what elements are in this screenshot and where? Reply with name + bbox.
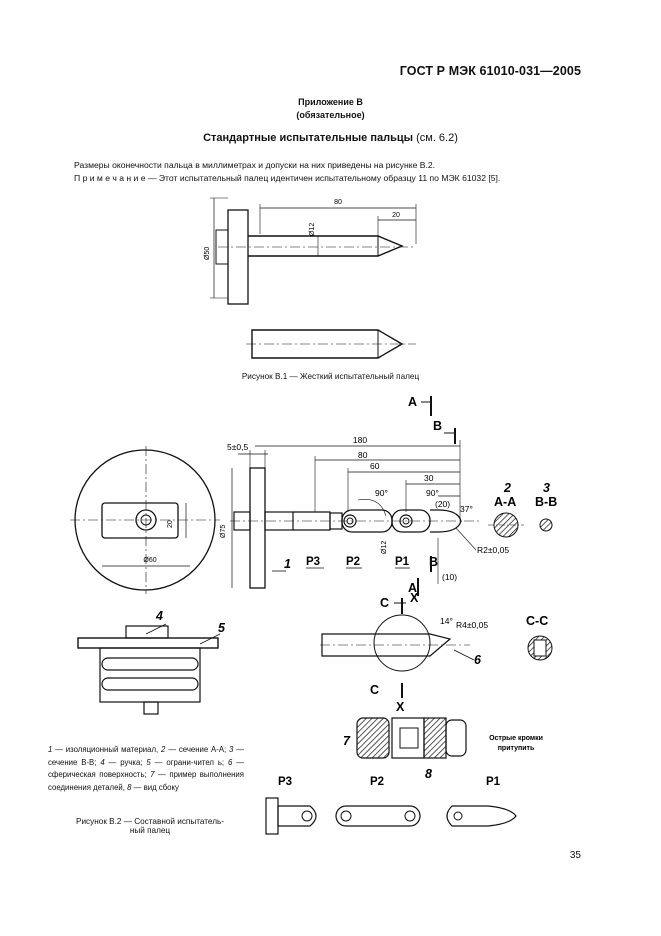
finger-shaft (248, 235, 404, 257)
dim-80: 80 (334, 199, 342, 206)
dim-20-slot: 20 (167, 520, 174, 528)
part-p3 (265, 797, 279, 835)
label-P1-parts: P1 (486, 776, 501, 788)
label-section-CC: C-C (526, 614, 548, 628)
dim-80: 80 (358, 450, 368, 460)
handle-flange (249, 467, 266, 589)
section-ref: (см. 6.2) (413, 132, 458, 144)
annex-status: (обязательное) (296, 110, 365, 120)
dim-20-paren: (20) (435, 499, 450, 509)
legend-text-4: — ручка; (104, 757, 147, 767)
legend-num-5: 5 (146, 757, 151, 767)
angle-14: 14° (440, 616, 453, 626)
angle-90-a: 90° (375, 488, 388, 498)
label-P3-parts: P3 (278, 776, 292, 788)
figure-b2-caption-line1: Рисунок В.2 — Составной испытатель- (76, 817, 224, 826)
figure-b2-caption-line2: ный палец (129, 826, 171, 835)
note-sharp-edges-1: Острые кромки (489, 735, 543, 742)
angle-90-b: 90° (426, 488, 439, 498)
legend-text-5: — ограни-чител ь; (150, 757, 228, 767)
label-section-BB: B-B (535, 495, 557, 509)
dim-r2: R2±0,05 (477, 545, 509, 555)
figure-b1-caption: Рисунок В.1 — Жесткий испытательный пале… (241, 372, 420, 381)
angle-37: 37° (460, 504, 473, 514)
dim-d12: Ø12 (309, 223, 316, 236)
legend-text-3: — сечение В-В; (48, 745, 244, 767)
dim-d12: Ø12 (381, 541, 388, 554)
section-BB-circle (539, 518, 553, 532)
label-X-bottom: X (396, 700, 405, 714)
label-P3: P3 (306, 556, 320, 568)
label-3: 3 (543, 481, 550, 495)
label-2: 2 (503, 481, 511, 495)
legend-num-2: 2 (161, 745, 166, 754)
label-A-top: A (408, 395, 417, 409)
figure-b1-drawing: 80 20 Ø12 Ø50 (204, 197, 417, 359)
dim-d50: Ø50 (204, 247, 211, 260)
label-P2: P2 (346, 556, 360, 568)
note-paragraph: П р и м е ч а н и е — Этот испытательный… (74, 173, 501, 183)
annex-title: Приложение В (298, 97, 363, 107)
dim-20: 20 (392, 212, 400, 219)
label-P2-parts: P2 (370, 776, 384, 788)
label-C-bottom: C (370, 683, 379, 697)
detail-x-view (356, 717, 390, 759)
legend-text-8: — вид сбоку (131, 782, 179, 792)
intro-paragraph: Размеры оконечности пальца в миллиметрах… (74, 160, 436, 170)
part-p1 (446, 805, 517, 827)
part-p2 (335, 805, 421, 827)
label-6: 6 (474, 653, 482, 667)
phalanx-p2 (341, 509, 393, 533)
label-section-AA: A-A (494, 495, 516, 509)
label-5: 5 (218, 621, 226, 635)
dim-30: 30 (424, 473, 434, 483)
label-4: 4 (155, 609, 163, 623)
legend-text-1: — изоляционный материал, (52, 745, 162, 754)
label-C-top: C (380, 596, 389, 610)
dim-60: 60 (370, 461, 380, 471)
legend-num-8: 8 (127, 782, 132, 792)
detail-circle-x (373, 614, 431, 672)
dim-r4: R4±0,05 (456, 620, 488, 630)
dim-5: 5±0,5 (227, 442, 248, 452)
label-P1: P1 (395, 556, 410, 568)
label-7: 7 (343, 734, 351, 748)
figure-b2-caption: Рисунок В.2 — Составной испытатель- ный … (60, 817, 240, 835)
finger-top-view (251, 329, 404, 359)
legend-text-7: — пример выполнения соединения деталей, (48, 770, 244, 792)
section-title: Стандартные испытательные пальцы (203, 132, 414, 144)
dim-10-paren: (10) (442, 572, 457, 582)
dim-d60: Ø60 (143, 557, 156, 564)
limiter-plate (77, 637, 219, 649)
note-sharp-edges-2: притупить (498, 745, 535, 752)
label-8: 8 (425, 767, 432, 781)
label-B-top: B (433, 419, 442, 433)
legend-num-4: 4 (100, 757, 105, 767)
section-heading: Стандартные испытательные пальцы (см. 6.… (0, 132, 661, 144)
legend-num-1: 1 (48, 745, 53, 754)
legend-text-6: — сферическая поверхность; (48, 757, 245, 780)
legend-num-7: 7 (150, 770, 155, 779)
label-1: 1 (284, 557, 291, 571)
legend-text-2: — сечение А-А; (165, 745, 230, 754)
legend-num-3: 3 (229, 745, 234, 754)
flange (227, 209, 249, 305)
dim-180: 180 (353, 435, 367, 445)
label-A-bottom: A (408, 581, 417, 595)
figure-b2-legend: 1 — изоляционный материал, 2 — сечение А… (48, 744, 244, 794)
standard-number: ГОСТ Р МЭК 61010-031—2005 (399, 64, 581, 78)
label-B-bottom: B (429, 555, 438, 569)
figure-b2-drawing: A B Ø60 20 180 5±0,5 80 60 30 (20) 90° 9… (70, 395, 557, 835)
dim-d75: Ø75 (220, 525, 227, 538)
label-X-top: X (410, 591, 419, 605)
legend-num-6: 6 (227, 757, 233, 767)
page-number: 35 (569, 850, 581, 861)
